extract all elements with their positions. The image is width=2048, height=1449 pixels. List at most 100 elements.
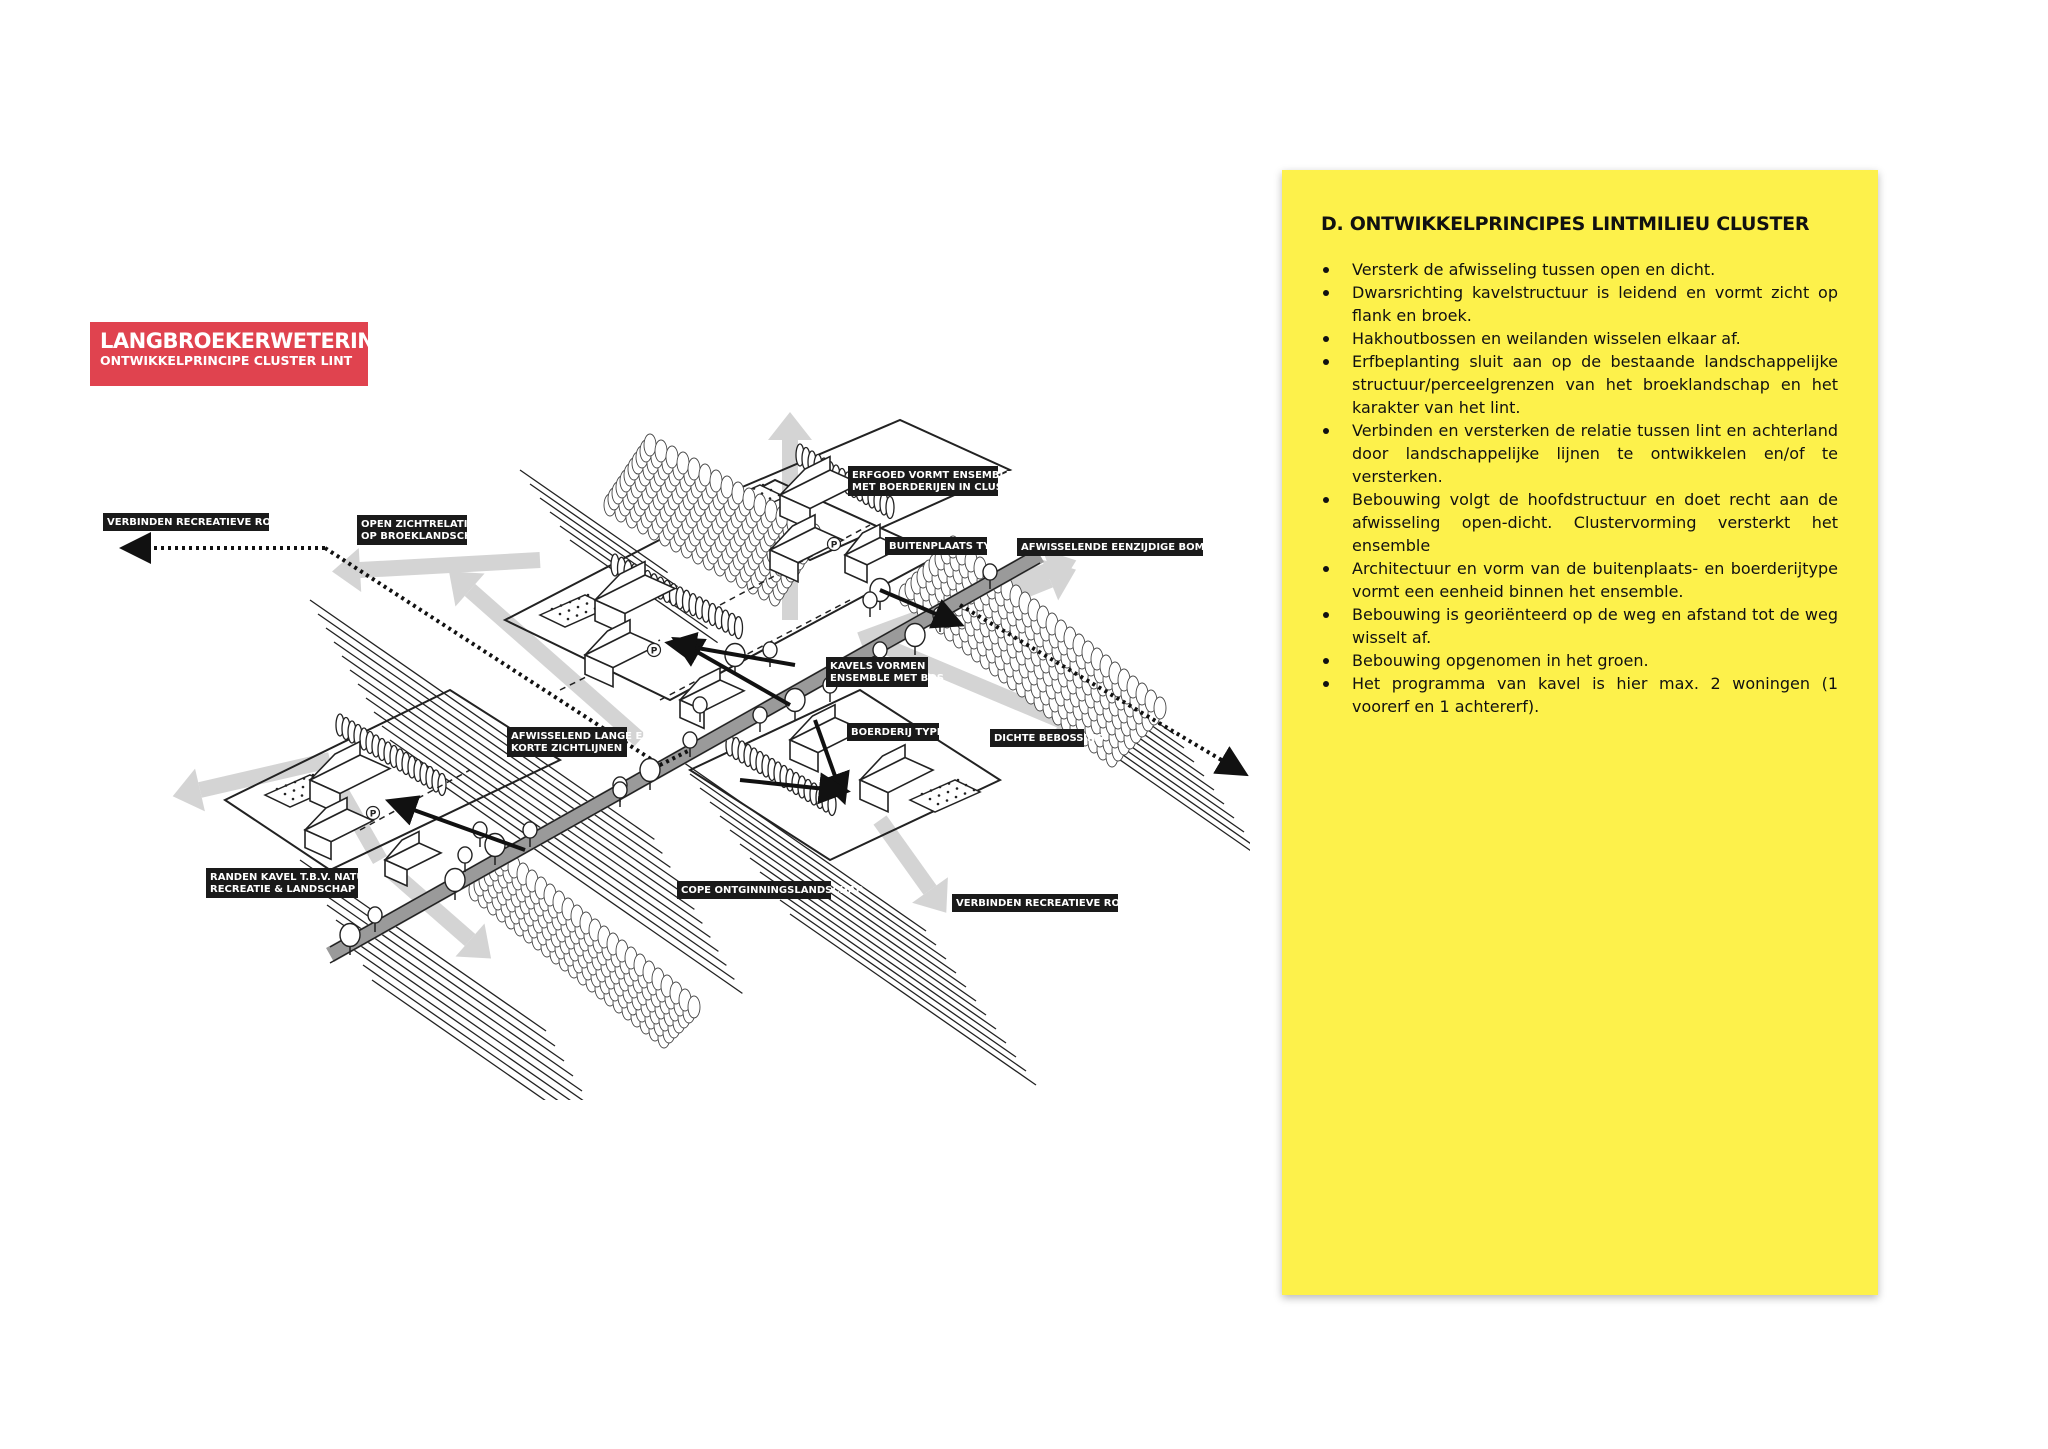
isometric-diagram: P P P VERBINDEN RECREATIEVE ROUTES OPEN ZIC…	[103, 412, 1250, 1100]
field-line	[371, 979, 546, 1100]
field-line	[335, 919, 583, 1092]
principles-list: Versterk de afwisseling tussen open en d…	[1321, 258, 1838, 718]
principle-item: Verbinden en versterken de relatie tusse…	[1323, 421, 1838, 486]
black-sightline-arrows	[384, 588, 965, 852]
label-text: BUITENPLAATS TYPE	[889, 541, 1005, 552]
field-line	[381, 725, 727, 966]
field-line	[362, 964, 559, 1100]
dotted-route	[323, 546, 691, 768]
grey-arrow-head	[449, 571, 485, 607]
principle-item: Erfbeplanting sluit aan op de bestaande …	[1323, 352, 1838, 417]
label-buitenplaats-type: BUITENPLAATS TYPE	[885, 537, 1005, 555]
grey-arrow-shaft	[873, 815, 937, 895]
diagram-subtitle: ONTWIKKELPRINCIPE CLUSTER LINT	[100, 353, 353, 368]
label-text: COPE ONTGINNINGSLANDSCHAP	[681, 885, 863, 896]
tree-icon	[367, 906, 383, 932]
field-line	[333, 641, 679, 882]
label-text: AFWISSELEND LANGE EN	[511, 731, 651, 742]
label-verbinden-recreatieve-routes-west: VERBINDEN RECREATIEVE ROUTES	[103, 513, 300, 531]
field-line	[357, 683, 703, 924]
label-verbinden-recreatieve-routes-east: VERBINDEN RECREATIEVE ROUTES	[952, 894, 1149, 912]
label-text: ERFGOED VORMT ENSEMBLE	[852, 470, 1013, 481]
parking-symbol: P	[370, 810, 377, 820]
tree-icon	[612, 781, 628, 807]
grey-arrow-head	[172, 768, 205, 812]
label-text: AFWISSELENDE EENZIJDIGE BOMENRIJ	[1021, 542, 1235, 553]
field-line	[679, 759, 927, 932]
plot-outline	[687, 688, 1003, 862]
pasture-patch	[908, 778, 982, 813]
field-line	[529, 483, 678, 588]
field-line	[519, 469, 668, 574]
grey-arrow-head	[332, 548, 362, 592]
tree-icon	[862, 591, 878, 617]
panel-heading: D. ONTWIKKELPRINCIPES LINTMILIEU CLUSTER	[1321, 213, 1810, 235]
field-line	[389, 739, 735, 980]
label-randen-kavel: RANDEN KAVEL T.B.V. NATUUR,RECREATIE & L…	[206, 868, 384, 898]
sightline-arrow	[739, 772, 851, 805]
parking-icon: P	[826, 536, 842, 552]
grey-arrow-head	[455, 923, 492, 959]
field-line	[317, 889, 565, 1062]
label-text: OP BROEKLANDSCHAP	[361, 531, 487, 542]
label-boerderij-type: BOERDERIJ TYPE	[847, 723, 944, 741]
field-line	[341, 655, 687, 896]
road-trees	[339, 563, 998, 955]
tree-icon	[522, 821, 538, 847]
field-line	[325, 627, 671, 868]
field-line	[344, 934, 584, 1100]
principles-panel: D. ONTWIKKELPRINCIPES LINTMILIEU CLUSTER…	[1282, 170, 1878, 1295]
label-text: VERBINDEN RECREATIEVE ROUTES	[956, 898, 1149, 909]
sightline-arrow	[384, 795, 526, 852]
dotted-route-arrow	[958, 603, 1249, 777]
principle-item: Hakhoutbossen en weilanden wisselen elka…	[1323, 327, 1838, 350]
label-text: RECREATIE & LANDSCHAP	[210, 884, 355, 895]
principle-item: Architectuur en vorm van de buitenplaats…	[1323, 559, 1838, 601]
tree-icon	[752, 706, 768, 732]
field-line	[317, 613, 663, 854]
tree-icon	[904, 622, 926, 655]
principle-item: Versterk de afwisseling tussen open en d…	[1323, 258, 1838, 281]
diagram-labels: VERBINDEN RECREATIEVE ROUTES OPEN ZICHTRE…	[103, 466, 1235, 912]
grey-arrow-shaft	[464, 584, 646, 746]
field-line	[1099, 745, 1250, 852]
tree-row	[725, 733, 837, 817]
label-dichte-bebossing: DICHTE BEBOSSING	[990, 729, 1104, 747]
field-line	[353, 949, 571, 1100]
houses: P P P	[303, 455, 935, 888]
label-text: KORTE ZICHTLIJNEN	[511, 743, 622, 754]
house	[858, 743, 935, 814]
label-text: RANDEN KAVEL T.B.V. NATUUR,	[210, 872, 384, 883]
field-line	[397, 753, 743, 994]
label-text: DICHTE BEBOSSING	[994, 733, 1104, 744]
sightline-arrow	[671, 637, 791, 707]
principle-item: Bebouwing opgenomen in het groen.	[1323, 649, 1838, 672]
forest-block	[468, 848, 701, 1049]
field-line	[365, 697, 711, 938]
field-line	[779, 899, 1027, 1072]
parking-icon: P	[365, 805, 381, 821]
grey-arrow-head	[912, 877, 948, 913]
tree-icon	[339, 922, 361, 955]
sightline-arrow	[664, 631, 796, 667]
grey-arrow-shaft	[866, 632, 1064, 728]
parking-icon: P	[646, 642, 662, 658]
dashed-division	[659, 599, 851, 701]
dashed-division	[359, 769, 471, 831]
diagram-title: LANGBROEKERWETERING	[100, 329, 392, 353]
label-text: KAVELS VORMEN	[830, 661, 925, 672]
tree-icon	[639, 757, 661, 790]
diagram-title-box: LANGBROEKERWETERING ONTWIKKELPRINCIPE CL…	[90, 322, 392, 386]
principle-item: Dwarsrichting kavelstructuur is leidend …	[1323, 283, 1838, 325]
field-line	[759, 871, 1007, 1044]
house	[383, 830, 443, 888]
field-line	[689, 773, 937, 946]
grey-arrow-shaft	[359, 552, 541, 578]
principle-item: Het programma van kavel is hier max. 2 w…	[1323, 674, 1838, 716]
field-line	[739, 843, 987, 1016]
grey-arrow-shaft	[198, 752, 332, 798]
parking-symbol: P	[651, 647, 658, 657]
tree-icon	[692, 696, 708, 722]
